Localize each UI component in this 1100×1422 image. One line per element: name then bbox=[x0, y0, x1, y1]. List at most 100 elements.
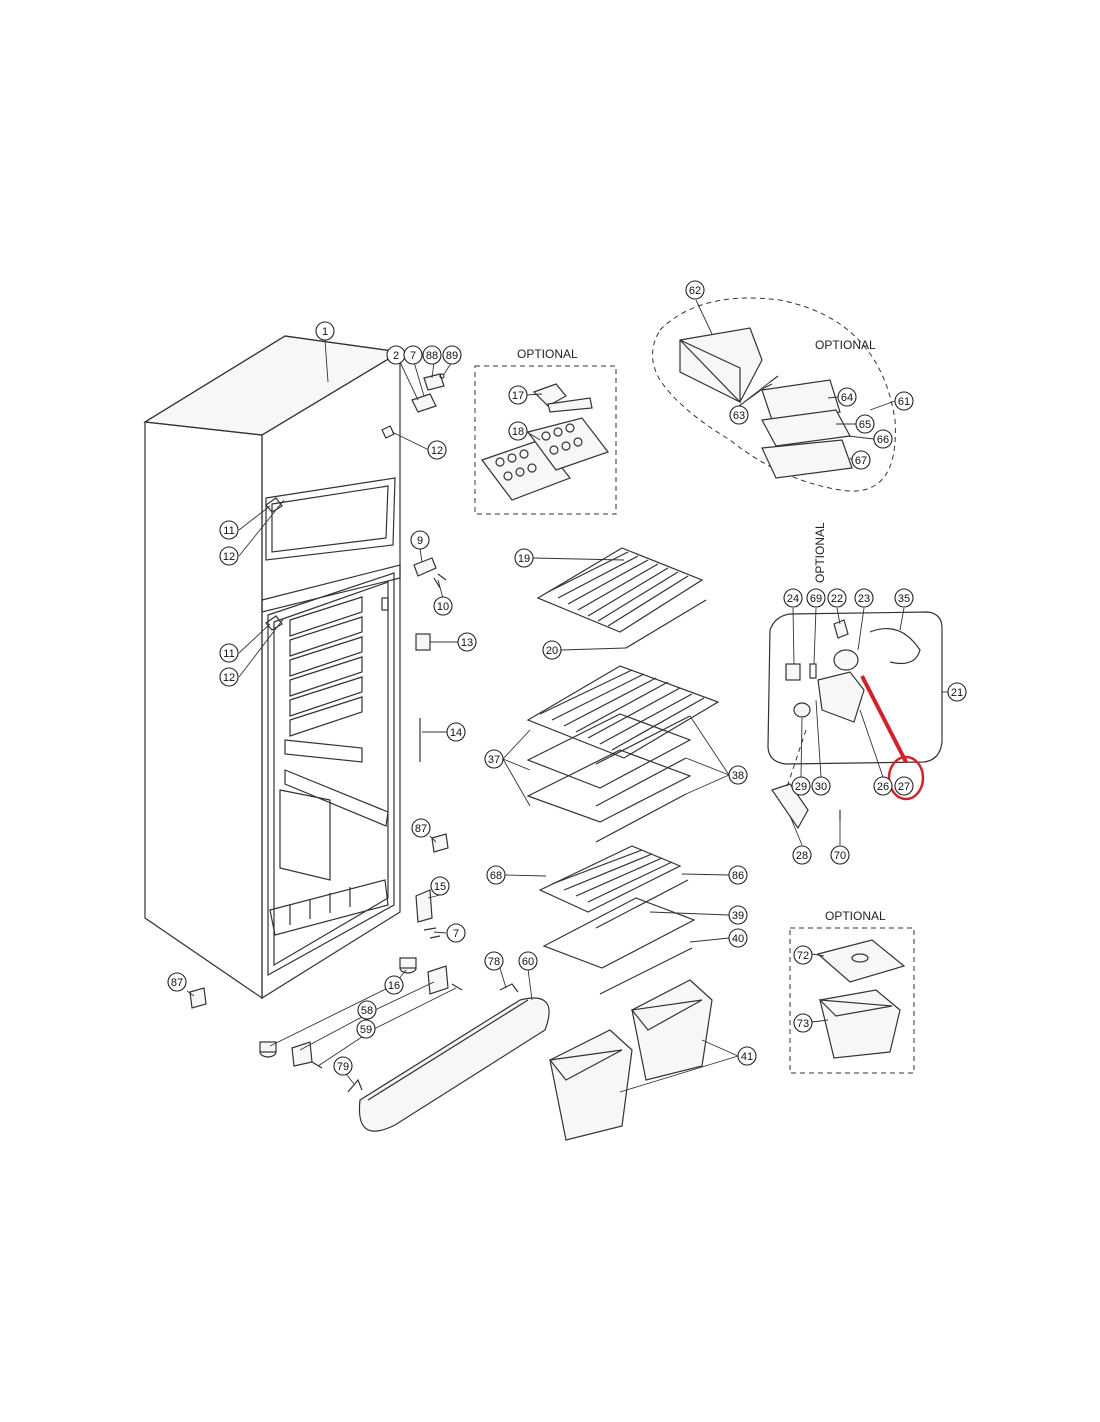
part-callout-61: 61 bbox=[894, 391, 914, 411]
part-callout-18: 18 bbox=[508, 421, 528, 441]
callout-number: 87 bbox=[171, 977, 183, 989]
callout-circle bbox=[837, 387, 857, 407]
leader-lines bbox=[186, 299, 948, 1093]
part-callout-29: 29 bbox=[791, 776, 811, 796]
part-callout-72: 72 bbox=[793, 945, 813, 965]
callout-number: 89 bbox=[446, 350, 458, 362]
callout-circle bbox=[427, 440, 447, 460]
callout-number: 17 bbox=[512, 390, 524, 402]
callout-circle bbox=[947, 682, 967, 702]
optional-drawer-group bbox=[789, 927, 915, 1074]
callout-circle bbox=[484, 951, 504, 971]
optional-ice-tray-group bbox=[474, 365, 617, 515]
part-callout-40: 40 bbox=[728, 928, 748, 948]
callout-circle bbox=[410, 530, 430, 550]
part-callout-26: 26 bbox=[873, 776, 893, 796]
part-callout-78: 78 bbox=[484, 951, 504, 971]
part-callout-21: 21 bbox=[947, 682, 967, 702]
callout-circle bbox=[737, 1046, 757, 1066]
callout-number: 24 bbox=[787, 593, 799, 605]
callout-number: 88 bbox=[426, 350, 438, 362]
callout-circle bbox=[167, 972, 187, 992]
callout-number: 73 bbox=[797, 1018, 809, 1030]
part-callout-39: 39 bbox=[728, 905, 748, 925]
callout-number: 18 bbox=[512, 426, 524, 438]
part-callout-11: 11 bbox=[219, 520, 239, 540]
callout-number: 63 bbox=[733, 410, 745, 422]
part-callout-2: 2 bbox=[386, 345, 406, 365]
callout-number: 39 bbox=[732, 910, 744, 922]
callout-circle bbox=[811, 776, 831, 796]
callout-circle bbox=[442, 345, 462, 365]
part-callout-60: 60 bbox=[518, 951, 538, 971]
callout-circle bbox=[685, 280, 705, 300]
callout-circle bbox=[518, 951, 538, 971]
callout-number: 23 bbox=[858, 593, 870, 605]
hardware-drawings bbox=[189, 373, 550, 1132]
part-callout-67: 67 bbox=[851, 450, 871, 470]
part-callout-66: 66 bbox=[873, 429, 893, 449]
callout-number: 19 bbox=[518, 553, 530, 565]
optional-caption-drawer: OPTIONAL bbox=[825, 909, 886, 923]
part-callout-30: 30 bbox=[811, 776, 831, 796]
part-callout-64: 64 bbox=[837, 387, 857, 407]
part-callout-27: 27 bbox=[894, 776, 914, 796]
callout-number: 67 bbox=[855, 455, 867, 467]
callout-circle bbox=[728, 865, 748, 885]
callout-number: 86 bbox=[732, 870, 744, 882]
callout-number: 79 bbox=[337, 1061, 349, 1073]
callout-circle bbox=[219, 546, 239, 566]
callout-circle bbox=[873, 776, 893, 796]
callout-number: 61 bbox=[898, 396, 910, 408]
callout-circle bbox=[855, 414, 875, 434]
callout-number: 15 bbox=[434, 881, 446, 893]
callout-circle bbox=[411, 818, 431, 838]
callout-circle bbox=[894, 588, 914, 608]
part-callout-22: 22 bbox=[827, 588, 847, 608]
callout-number: 2 bbox=[393, 350, 399, 362]
part-callout-17: 17 bbox=[508, 385, 528, 405]
callout-circle bbox=[446, 923, 466, 943]
callout-number: 64 bbox=[841, 392, 853, 404]
part-callout-15: 15 bbox=[430, 876, 450, 896]
callout-circle bbox=[484, 749, 504, 769]
part-callout-38: 38 bbox=[728, 765, 748, 785]
optional-caption-control-panel: OPTIONAL bbox=[813, 522, 827, 583]
callout-circle bbox=[793, 945, 813, 965]
optional-captions: OPTIONAL OPTIONAL OPTIONAL OPTIONAL bbox=[517, 338, 886, 923]
callout-number: 7 bbox=[410, 350, 416, 362]
callout-circle bbox=[791, 776, 811, 796]
optional-caption-ice-maker: OPTIONAL bbox=[815, 338, 876, 352]
callout-number: 40 bbox=[732, 933, 744, 945]
part-callout-10: 10 bbox=[433, 596, 453, 616]
optional-caption-ice-tray: OPTIONAL bbox=[517, 347, 578, 361]
part-callout-28: 28 bbox=[792, 845, 812, 865]
part-callout-12: 12 bbox=[219, 546, 239, 566]
callout-number: 22 bbox=[831, 593, 843, 605]
callout-circle bbox=[356, 1019, 376, 1039]
callout-circle bbox=[446, 722, 466, 742]
part-callout-23: 23 bbox=[854, 588, 874, 608]
part-callout-65: 65 bbox=[855, 414, 875, 434]
callout-circle bbox=[219, 643, 239, 663]
callout-circle bbox=[854, 588, 874, 608]
callout-number: 38 bbox=[732, 770, 744, 782]
callout-number: 60 bbox=[522, 956, 534, 968]
callout-circle bbox=[783, 588, 803, 608]
callout-circle bbox=[873, 429, 893, 449]
part-callout-19: 19 bbox=[514, 548, 534, 568]
callout-circle bbox=[219, 520, 239, 540]
part-callout-68: 68 bbox=[486, 865, 506, 885]
callout-circle bbox=[514, 548, 534, 568]
callout-number: 20 bbox=[546, 645, 558, 657]
callout-circle bbox=[219, 667, 239, 687]
control-panel-group bbox=[767, 611, 943, 830]
callout-circle bbox=[894, 776, 914, 796]
callout-circle bbox=[792, 845, 812, 865]
callout-number: 68 bbox=[490, 870, 502, 882]
callout-number: 58 bbox=[361, 1005, 373, 1017]
part-callout-35: 35 bbox=[894, 588, 914, 608]
callout-number: 27 bbox=[898, 781, 910, 793]
